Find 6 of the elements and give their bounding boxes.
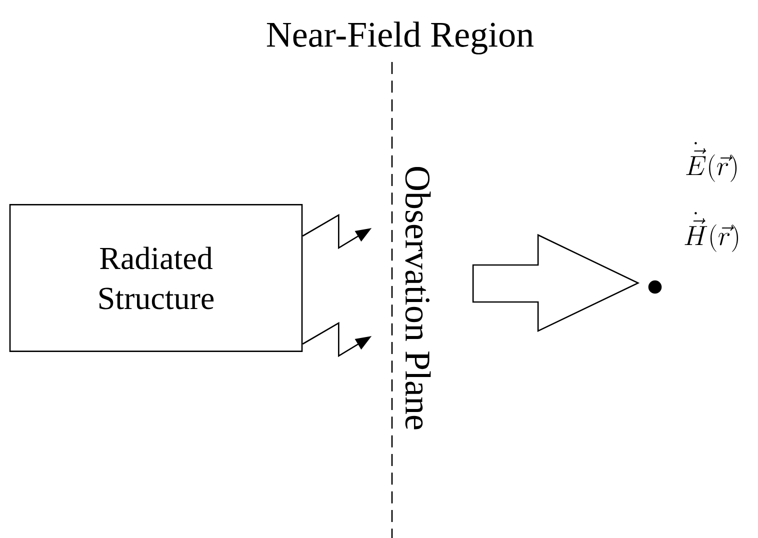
field-formula: $\dot{\vec{H}}(\vec{r})$ — [684, 212, 738, 252]
title: Near-Field Region — [266, 22, 534, 54]
field-formula: $\dot{\vec{E}}(\vec{r})$ — [686, 142, 737, 182]
observation-plane: Observation Plane — [391, 62, 431, 538]
dot — [648, 280, 662, 294]
process-box: Radiated Structure — [9, 204, 303, 352]
